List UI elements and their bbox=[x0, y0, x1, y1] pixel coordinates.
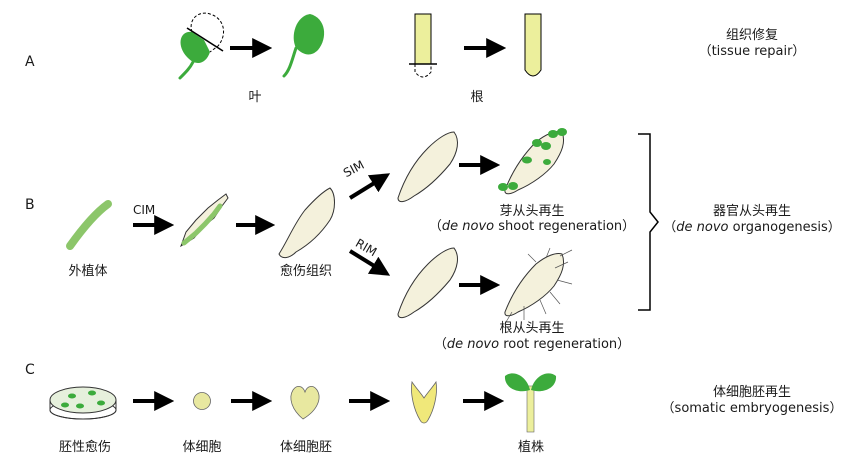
panel-label-b: B bbox=[25, 197, 35, 213]
panel-label-c: C bbox=[25, 362, 35, 378]
somatic-cell-label: 体细胞 bbox=[182, 440, 222, 455]
panel-label-a: A bbox=[25, 54, 35, 70]
somatic-embryogenesis-title-cn: 体细胞胚再生 bbox=[712, 385, 792, 400]
root-label: 根 bbox=[470, 90, 484, 105]
root-regeneration-cn: 根从头再生 bbox=[499, 321, 565, 336]
regenerated-leaf bbox=[282, 14, 325, 78]
shoot-regenerated-callus bbox=[498, 128, 567, 195]
organogenesis-bracket bbox=[638, 133, 659, 311]
root-regeneration-en: （de novo root regeneration） bbox=[433, 337, 631, 352]
explant-label: 外植体 bbox=[68, 264, 108, 279]
cut-leaf bbox=[178, 12, 225, 80]
callus-label: 愈伤组织 bbox=[279, 264, 333, 279]
shoot-regeneration-en: （de novo shoot regeneration） bbox=[428, 219, 636, 234]
petri-dish bbox=[49, 386, 117, 420]
callus bbox=[278, 187, 335, 259]
explant-with-callus bbox=[180, 193, 229, 248]
tissue-repair-title-en: （tissue repair） bbox=[698, 44, 806, 59]
shoot-regeneration-cn: 芽从头再生 bbox=[499, 204, 565, 219]
globular-embryo bbox=[290, 386, 320, 420]
embryogenic-callus-label: 胚性愈伤 bbox=[58, 440, 112, 455]
cut-root bbox=[409, 13, 437, 78]
cim-label: CIM bbox=[133, 203, 156, 217]
seedling bbox=[504, 373, 557, 433]
callus-rim bbox=[397, 247, 458, 319]
organogenesis-title-en: （de novo organogenesis） bbox=[663, 220, 841, 235]
plant-label: 植株 bbox=[517, 440, 545, 455]
organogenesis-title-cn: 器官从头再生 bbox=[712, 204, 792, 219]
arrow-rim bbox=[348, 249, 391, 276]
leaf-label: 叶 bbox=[248, 90, 262, 105]
callus-sim bbox=[397, 131, 458, 203]
torpedo-embryo bbox=[411, 380, 437, 424]
somatic-cell bbox=[193, 392, 211, 410]
somatic-embryo-label: 体细胞胚 bbox=[279, 440, 333, 455]
regenerated-root bbox=[524, 13, 542, 77]
arrow-sim bbox=[348, 173, 391, 200]
tissue-repair-title-cn: 组织修复 bbox=[725, 28, 779, 43]
explant bbox=[66, 200, 112, 250]
root-regenerated-callus bbox=[504, 247, 573, 323]
somatic-embryogenesis-title-en: （somatic embryogenesis） bbox=[661, 401, 843, 416]
